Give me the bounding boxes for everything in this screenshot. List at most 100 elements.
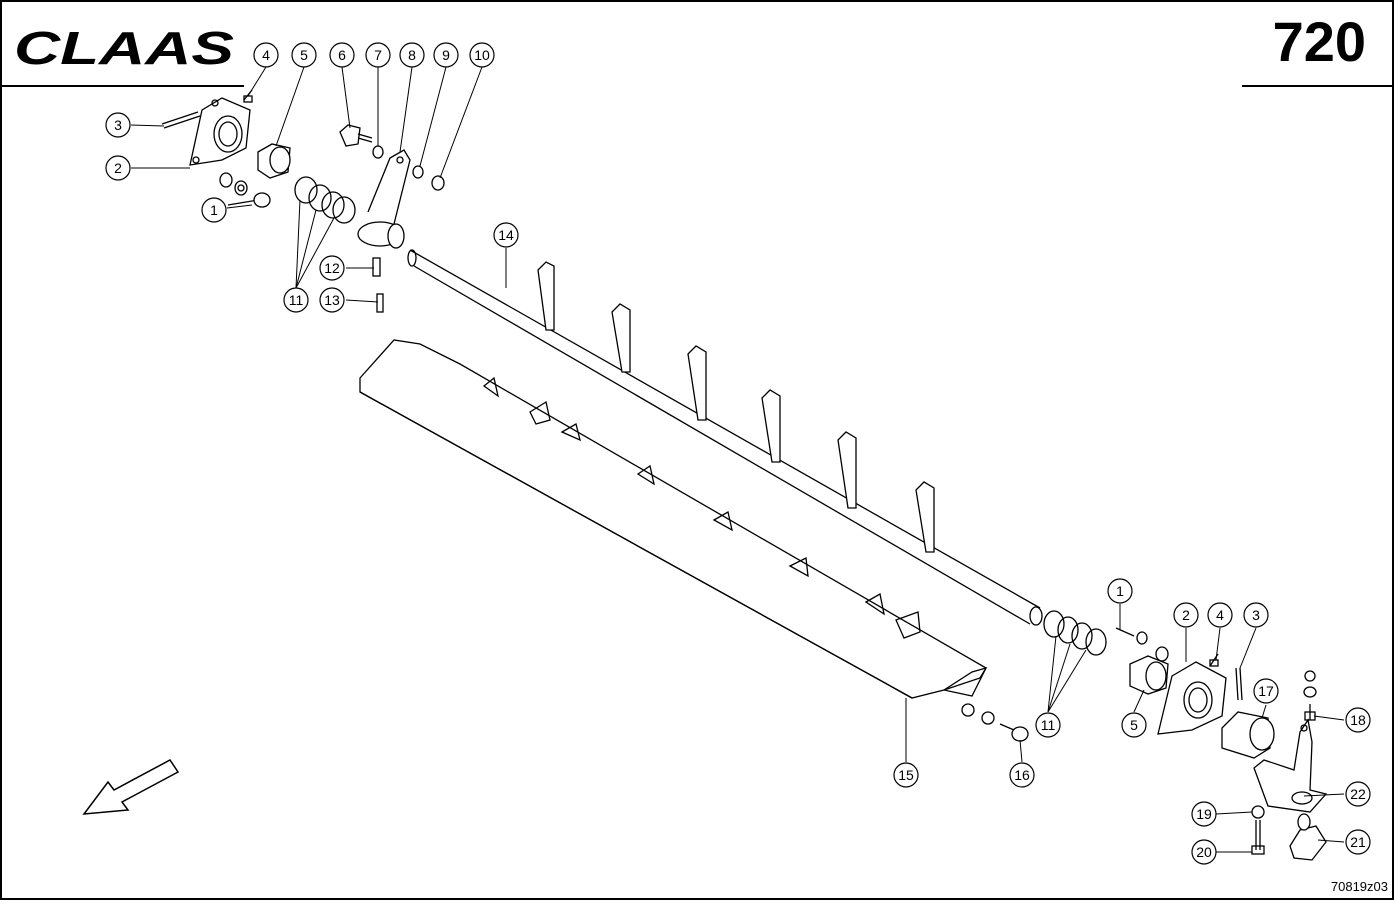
callout-label: 11 [289, 292, 304, 308]
callout-label: 8 [408, 47, 416, 63]
part-9-washer [412, 165, 424, 179]
part-8-lever [357, 149, 411, 249]
callout-8: 8 [399, 42, 425, 68]
callout-label: 12 [324, 260, 340, 276]
callout-circle [329, 42, 355, 68]
part-22-bracket [1253, 718, 1328, 813]
part-14-shaft [407, 249, 1043, 626]
callout-circle [1035, 712, 1061, 738]
direction-arrow-icon [82, 759, 180, 815]
callout-5: 5 [1121, 712, 1147, 738]
callout-circle [253, 42, 279, 68]
callout-circle [469, 42, 495, 68]
callout-label: 21 [1350, 834, 1366, 850]
callout-circle [1345, 781, 1371, 807]
callout-1: 1 [201, 197, 227, 223]
callout-circle [1107, 578, 1133, 604]
callout-circle [1191, 839, 1217, 865]
part-1-bolt-right [1115, 627, 1148, 645]
part-2-bearing-plate-right [1157, 661, 1227, 735]
callout-label: 4 [1216, 607, 1224, 623]
callout-13: 13 [319, 287, 345, 313]
callout-circle [1207, 602, 1233, 628]
callout-1: 1 [1107, 578, 1133, 604]
part-17-bushing [1221, 711, 1275, 759]
part-6-stud-nut [339, 124, 373, 147]
callout-label: 19 [1196, 806, 1212, 822]
callout-circle [1009, 762, 1035, 788]
callout-17: 17 [1253, 678, 1279, 704]
callout-14: 14 [493, 222, 519, 248]
callout-11: 11 [1035, 712, 1061, 738]
callout-label: 20 [1196, 844, 1212, 860]
part-21-fitting [1289, 813, 1327, 861]
part-10-nut [431, 175, 445, 191]
callout-7: 7 [365, 42, 391, 68]
callout-label: 2 [114, 160, 122, 176]
part-5-bushing-left [257, 143, 291, 179]
callout-9: 9 [433, 42, 459, 68]
callout-label: 10 [474, 47, 490, 63]
part-1-bolt-left [227, 192, 271, 208]
callout-circle [1191, 801, 1217, 827]
callout-22: 22 [1345, 781, 1371, 807]
callout-circle [1243, 602, 1269, 628]
part-11-shims-right [1043, 610, 1107, 656]
callout-label: 18 [1350, 712, 1366, 728]
drawing-parts [161, 89, 1328, 861]
callout-circle [1121, 712, 1147, 738]
callout-label: 14 [498, 227, 514, 243]
callout-12: 12 [319, 255, 345, 281]
part-5-bushing-right [1129, 655, 1169, 695]
callout-circle [319, 287, 345, 313]
callout-label: 5 [300, 47, 308, 63]
callout-2: 2 [1173, 602, 1199, 628]
part-7-washer [372, 145, 384, 159]
callout-label: 7 [374, 47, 382, 63]
callout-4: 4 [253, 42, 279, 68]
callout-circle [365, 42, 391, 68]
callout-circle [1173, 602, 1199, 628]
brand-logo-text: CLAAS [14, 22, 234, 74]
callout-19: 19 [1191, 801, 1217, 827]
callout-circle [283, 287, 309, 313]
callout-circle [291, 42, 317, 68]
part-3-pin-left [161, 111, 201, 129]
callout-circle [493, 222, 519, 248]
callout-circle [433, 42, 459, 68]
callout-label: 3 [114, 117, 122, 133]
callout-label: 1 [210, 202, 218, 218]
callout-20: 20 [1191, 839, 1217, 865]
part-18-screw [1303, 670, 1317, 721]
callout-label: 3 [1252, 607, 1260, 623]
callout-10: 10 [469, 42, 495, 68]
callout-21: 21 [1345, 829, 1371, 855]
part-20-bolt [1251, 820, 1265, 855]
part-washer-nut-left [219, 172, 248, 196]
part-3-pin-right [1235, 667, 1243, 701]
part-19-nut [1251, 805, 1265, 819]
part-16-bolt [961, 703, 1029, 742]
callout-4: 4 [1207, 602, 1233, 628]
callout-3: 3 [1243, 602, 1269, 628]
callout-18: 18 [1345, 707, 1371, 733]
callout-15: 15 [893, 762, 919, 788]
part-13-pin [376, 293, 384, 313]
part-12-pin [372, 257, 381, 277]
callout-6: 6 [329, 42, 355, 68]
callout-label: 16 [1014, 767, 1030, 783]
callout-label: 22 [1350, 786, 1366, 802]
callout-circle [201, 197, 227, 223]
part-nut-right [1155, 646, 1169, 662]
callout-5: 5 [291, 42, 317, 68]
callout-label: 2 [1182, 607, 1190, 623]
callout-label: 5 [1130, 717, 1138, 733]
part-15-deflector-sheet [359, 339, 988, 699]
drawing-code: 70819z03 [1330, 879, 1388, 894]
callout-3: 3 [105, 112, 131, 138]
callout-label: 6 [338, 47, 346, 63]
